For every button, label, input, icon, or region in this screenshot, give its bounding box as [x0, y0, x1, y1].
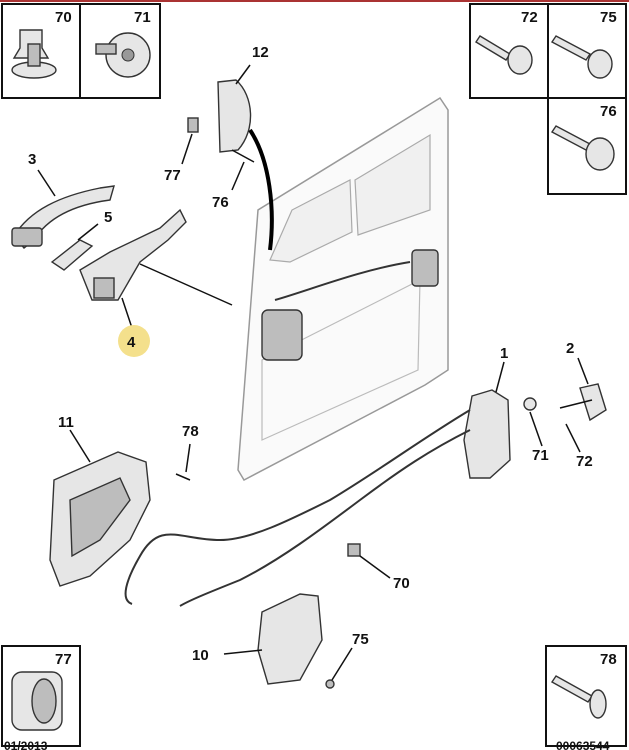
callout-76: 76 — [212, 194, 229, 211]
callout-2: 2 — [566, 340, 574, 357]
callout-12: 12 — [252, 44, 269, 61]
callout-4-highlight — [118, 325, 150, 357]
callout-11: 11 — [58, 414, 74, 431]
callout-1: 1 — [500, 345, 508, 362]
part-10-lower-lock: 10 — [192, 593, 323, 685]
door-outline — [237, 96, 449, 481]
part-78-rivet: 78 — [175, 423, 199, 481]
part-72-screw: 72 — [565, 423, 593, 470]
part-77-screw: 77 — [164, 117, 199, 184]
callout-5: 5 — [104, 209, 112, 226]
part-70-clip: 70 — [347, 543, 410, 592]
inset-label-77: 77 — [55, 651, 72, 668]
inset-box-70: 70 — [1, 3, 81, 99]
inset-box-77: 77 — [1, 645, 81, 747]
inset-box-75: 75 — [547, 3, 627, 99]
callout-75: 75 — [352, 631, 369, 648]
part-76-screw: 76 — [212, 149, 255, 211]
footer-date: 01/2013 — [4, 739, 48, 750]
callout-70: 70 — [393, 575, 410, 592]
inset-box-71: 71 — [79, 3, 161, 99]
inset-label-72: 72 — [521, 9, 538, 26]
top-border — [0, 0, 629, 2]
part-1-lock: 1 — [463, 345, 511, 479]
callout-71: 71 — [532, 447, 549, 464]
callout-4: 4 — [127, 334, 136, 351]
part-75-screw: 75 — [325, 631, 369, 689]
inset-label-71: 71 — [134, 9, 151, 26]
inset-label-76: 76 — [600, 103, 617, 120]
cables — [124, 409, 471, 607]
part-71-clip: 71 — [523, 397, 549, 464]
part-11-panel: 11 — [49, 414, 151, 587]
footer-reference: 00063544 — [556, 739, 610, 750]
callout-77: 77 — [164, 167, 181, 184]
callout-72: 72 — [576, 453, 593, 470]
inset-label-70: 70 — [55, 9, 72, 26]
callout-10: 10 — [192, 647, 209, 664]
callout-78: 78 — [182, 423, 199, 440]
part-2-striker: 2 — [559, 340, 607, 422]
inset-label-78: 78 — [600, 651, 617, 668]
inset-box-78: 78 — [545, 645, 627, 747]
inset-box-72: 72 — [469, 3, 549, 99]
inset-label-75: 75 — [600, 9, 617, 26]
part-5-gasket: 5 — [50, 209, 112, 271]
part-3-outer-handle: 3 — [11, 151, 115, 249]
part-12-handle-cover: 12 — [217, 44, 274, 251]
callout-3: 3 — [28, 151, 36, 168]
inset-box-76: 76 — [547, 97, 627, 195]
part-4-bracket: 4 — [79, 208, 233, 357]
